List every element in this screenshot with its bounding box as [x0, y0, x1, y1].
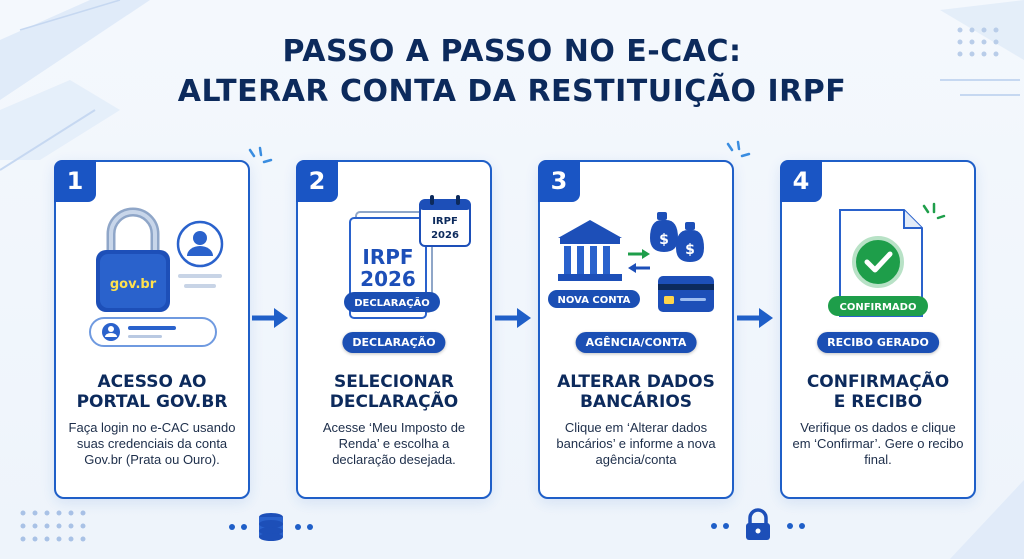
step-number-badge: 1 — [54, 160, 96, 202]
document-banner: DECLARAÇÃO — [354, 296, 430, 309]
arrow-right-icon — [252, 308, 288, 328]
check-circle-icon — [852, 236, 904, 288]
gov-br-logo: gov.br — [110, 277, 157, 292]
money-symbol: $ — [659, 232, 669, 248]
arrow-right-icon — [495, 308, 531, 328]
title-line-1: PASSO A PASSO NO E-CAC: — [282, 34, 742, 69]
database-icon — [229, 513, 313, 541]
background-decoration-bottom-right — [950, 480, 1024, 559]
money-symbol: $ — [685, 242, 695, 258]
background-decoration-left — [0, 0, 150, 171]
step-1-illustration: gov.br — [89, 207, 224, 347]
bank-label: NOVA CONTA — [558, 295, 631, 306]
page-title: PASSO A PASSO NO E-CAC: ALTERAR CONTA DA… — [0, 32, 1024, 112]
step-card-2: 2 IRPF 2026 IRPF 2026 DECLARAÇÃO DECLARA… — [296, 160, 492, 499]
confirmed-banner: CONFIRMADO — [840, 302, 917, 313]
step-number-badge: 4 — [780, 160, 822, 202]
step-description: Acesse ‘Meu Imposto de Renda’ e escolha … — [322, 420, 466, 467]
step-pill-label: AGÊNCIA/CONTA — [575, 332, 697, 353]
calendar-label-1: IRPF — [432, 216, 458, 227]
step-4-illustration: CONFIRMADO — [828, 202, 946, 317]
step-card-3: 3 $ $ N — [538, 160, 734, 499]
step-description: Faça login no e-CAC usando suas credenci… — [68, 420, 236, 467]
step-3-illustration: $ $ NOVA CONTA — [548, 212, 714, 312]
step-heading: CONFIRMAÇÃO E RECIBO — [806, 372, 950, 412]
sparkle-icon — [248, 146, 273, 164]
arrow-right-icon — [737, 308, 773, 328]
step-heading: SELECIONAR DECLARAÇÃO — [329, 372, 459, 412]
calendar-label-2: 2026 — [431, 230, 459, 241]
step-description: Verifique os dados e clique em ‘Confirma… — [792, 420, 964, 467]
document-year: 2026 — [360, 267, 416, 291]
dot-grid-bottom-left — [20, 510, 86, 542]
lock-icon — [711, 508, 805, 540]
sparkle-icon — [726, 140, 751, 158]
step-heading: ACESSO AO PORTAL GOV.BR — [76, 372, 228, 412]
step-description: Clique em ‘Alterar dados bancários’ e in… — [556, 420, 716, 467]
step-number-badge: 3 — [538, 160, 580, 202]
sparkle-icon — [922, 202, 946, 220]
title-line-2: ALTERAR CONTA DA RESTITUIÇÃO IRPF — [177, 74, 847, 109]
step-number-badge: 2 — [296, 160, 338, 202]
step-2-illustration: IRPF 2026 IRPF 2026 DECLARAÇÃO — [344, 195, 471, 319]
credit-card-icon — [658, 276, 714, 312]
step-heading: ALTERAR DADOS BANCÁRIOS — [557, 372, 715, 412]
bank-icon — [558, 220, 622, 281]
step-pill-label: RECIBO GERADO — [817, 332, 939, 353]
money-bag-icon — [650, 212, 704, 262]
step-card-1: 1 gov.br ACESSO AO PORTAL GOV — [54, 160, 250, 499]
padlock-icon — [96, 207, 170, 312]
background-decoration-right — [940, 0, 1024, 96]
calendar-icon — [419, 195, 471, 247]
login-field-icon — [89, 317, 217, 347]
document-title: IRPF — [362, 245, 413, 269]
step-pill-label: DECLARAÇÃO — [342, 332, 446, 353]
step-card-4: 4 CONFIRMADO RECIBO GERADO CONFIRMAÇÃO E… — [780, 160, 976, 499]
transfer-arrows-icon — [628, 249, 650, 273]
user-avatar-icon — [176, 220, 224, 288]
